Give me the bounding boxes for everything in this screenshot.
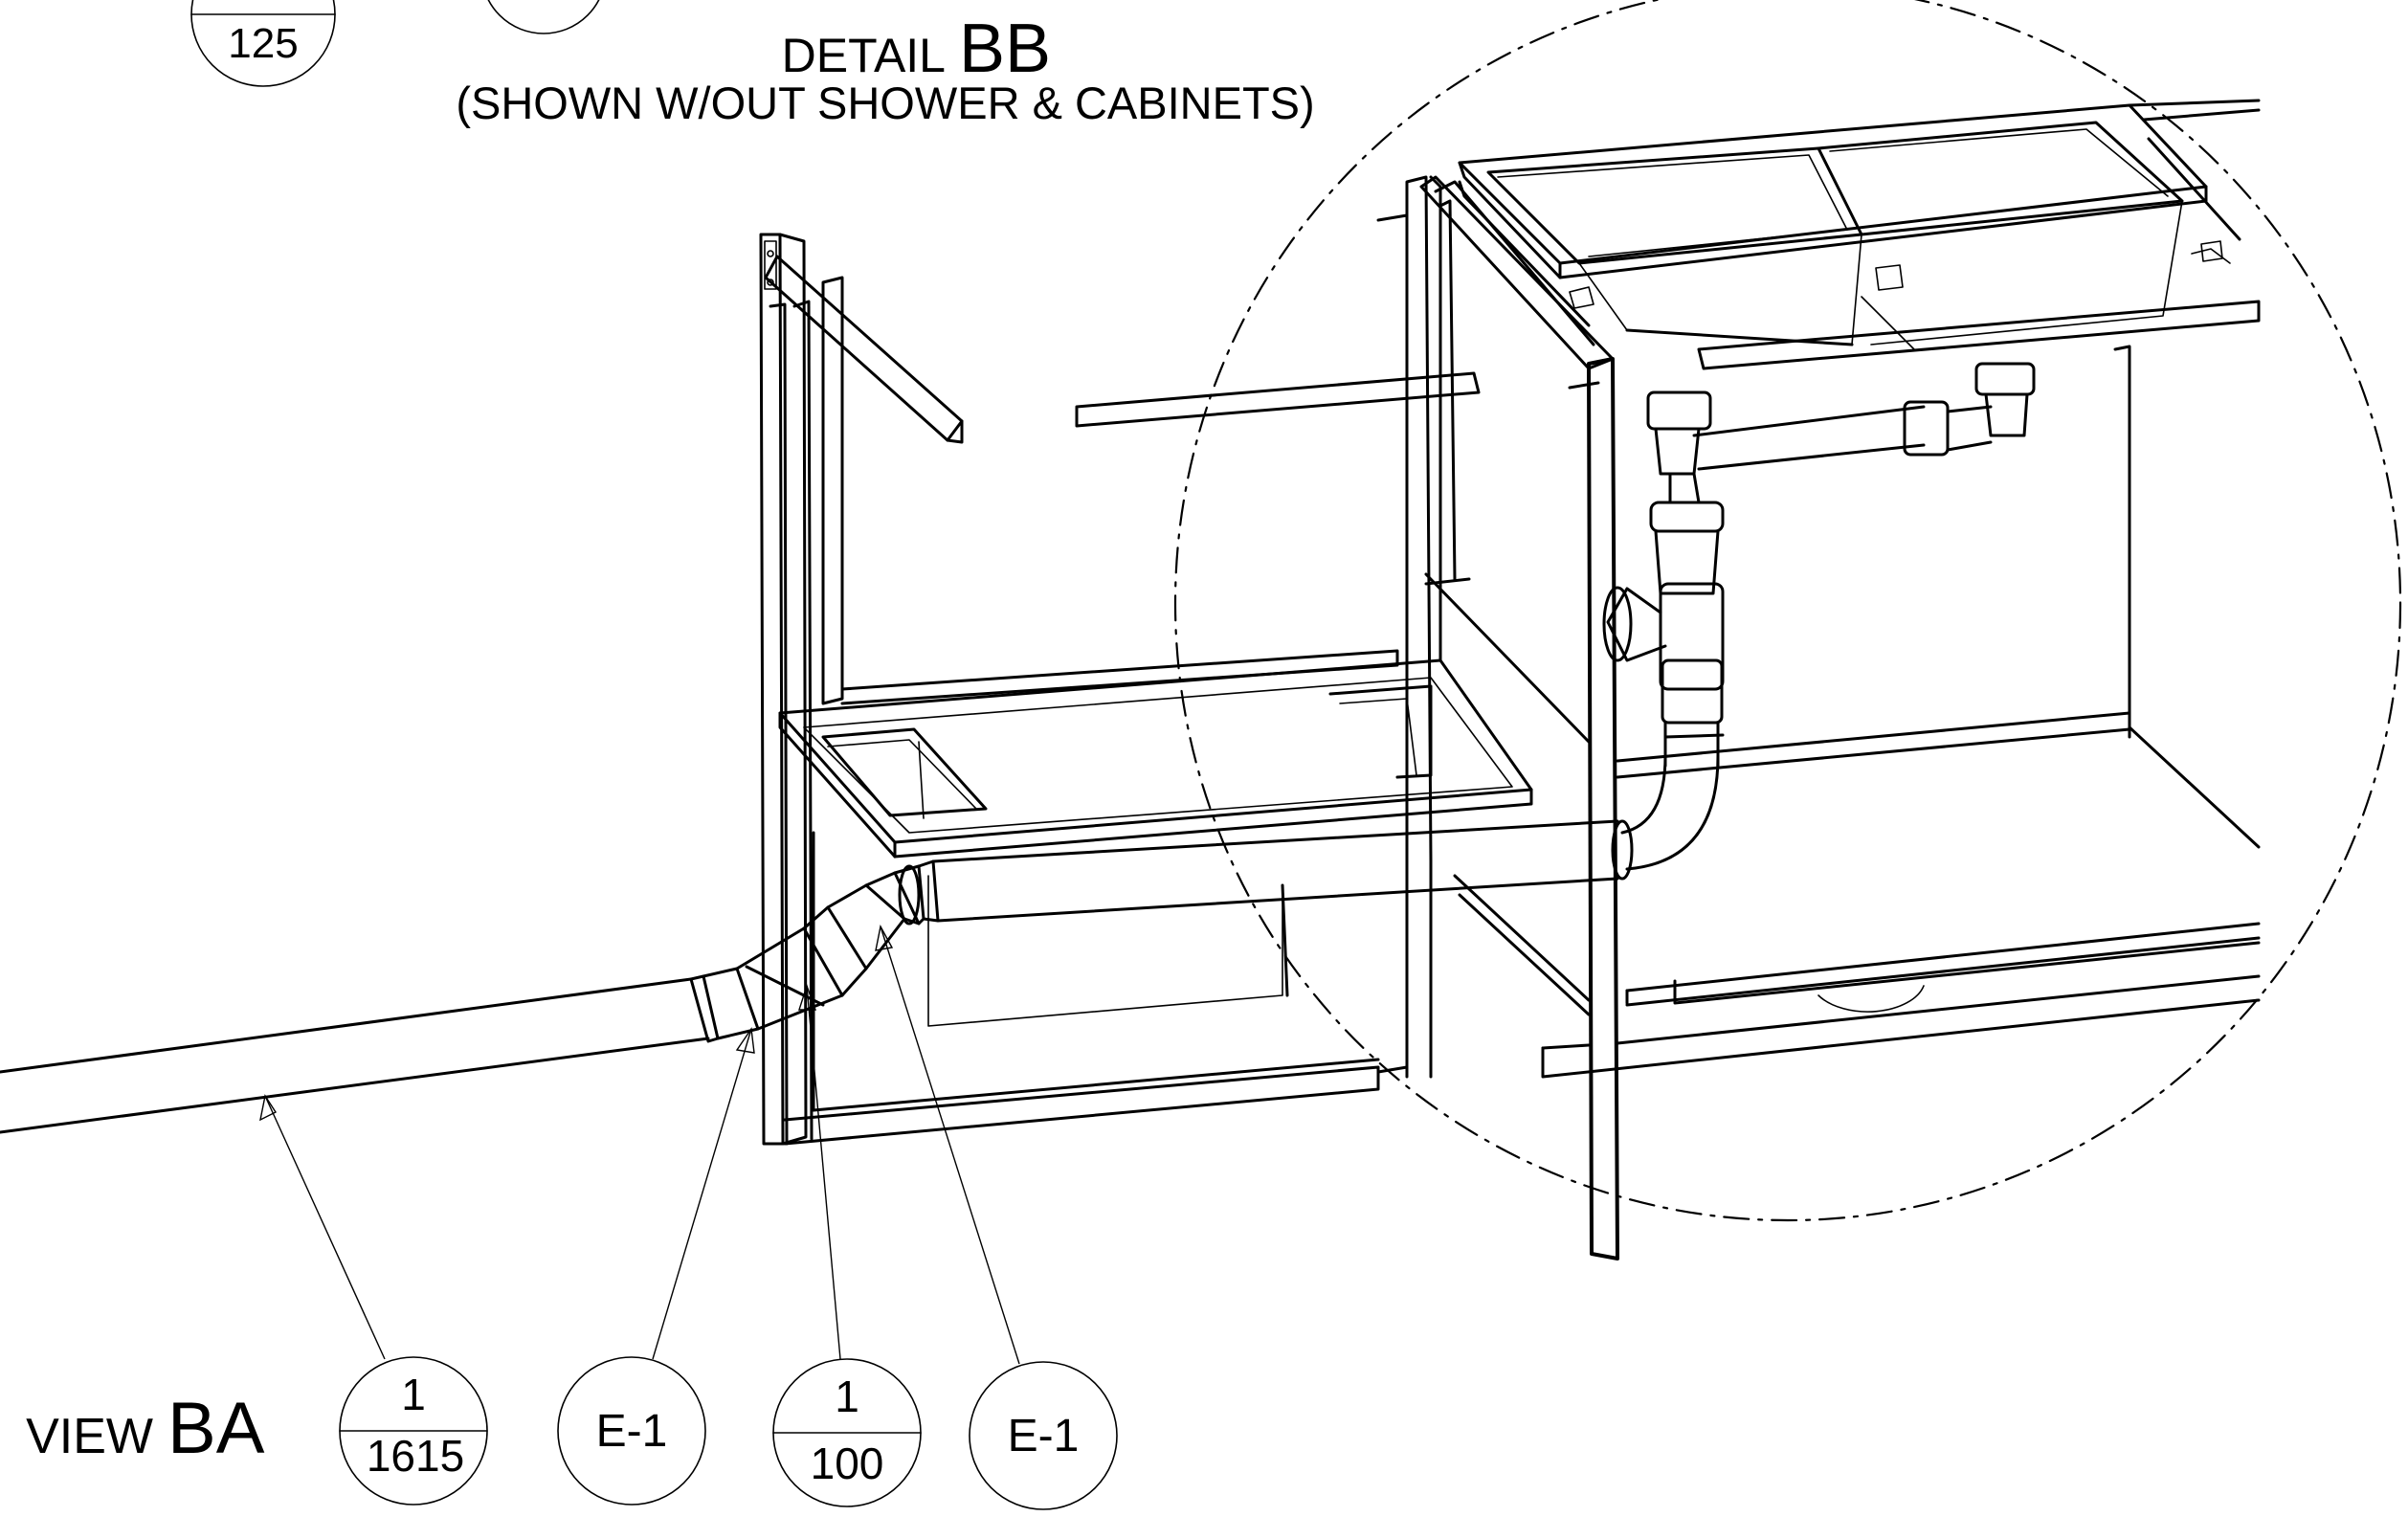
detail-circle — [1174, 0, 2401, 1221]
balloon-1-bottom: 1615 — [367, 1431, 464, 1481]
drain-pipe — [0, 859, 940, 1134]
callout-balloon-e1-right: E-1 — [969, 1361, 1118, 1510]
balloon-3-top: 1 — [835, 1372, 859, 1421]
leader-lines — [259, 924, 1020, 1365]
detail-label-id: BB — [959, 11, 1051, 87]
detail-label-word: DETAIL — [782, 29, 946, 82]
shelf-rail — [1075, 371, 1481, 428]
balloon-2-text: E-1 — [596, 1406, 668, 1457]
left-frame — [759, 233, 1433, 1146]
counter-edge — [2128, 99, 2261, 107]
detail-subtitle: (SHOWN W/OUT SHOWER & CABINETS) — [456, 78, 1314, 128]
callout-balloon-1-1615: 1 1615 — [339, 1356, 488, 1506]
double-sink — [1458, 103, 2231, 350]
partial-balloon-125: 125 — [190, 0, 336, 87]
counter-edge-3 — [2147, 137, 2241, 241]
view-label-word: VIEW — [26, 1409, 153, 1464]
trap-assembly — [1602, 362, 2036, 871]
callout-balloon-e1-left: E-1 — [557, 1356, 706, 1506]
balloon-125-value: 125 — [228, 20, 298, 67]
partial-balloon — [487, 0, 600, 34]
countertop-frame — [778, 649, 1533, 859]
callout-balloon-1-100: 1 100 — [772, 1358, 922, 1507]
counter-edge-2 — [2142, 108, 2261, 122]
balloon-4-text: E-1 — [1008, 1411, 1080, 1461]
horizontal-waste-pipe — [931, 819, 1634, 923]
balloon-1-top: 1 — [401, 1370, 426, 1419]
right-frame — [1376, 175, 2261, 1260]
balloon-3-bottom: 100 — [811, 1439, 884, 1488]
view-label-id: BA — [167, 1388, 265, 1469]
